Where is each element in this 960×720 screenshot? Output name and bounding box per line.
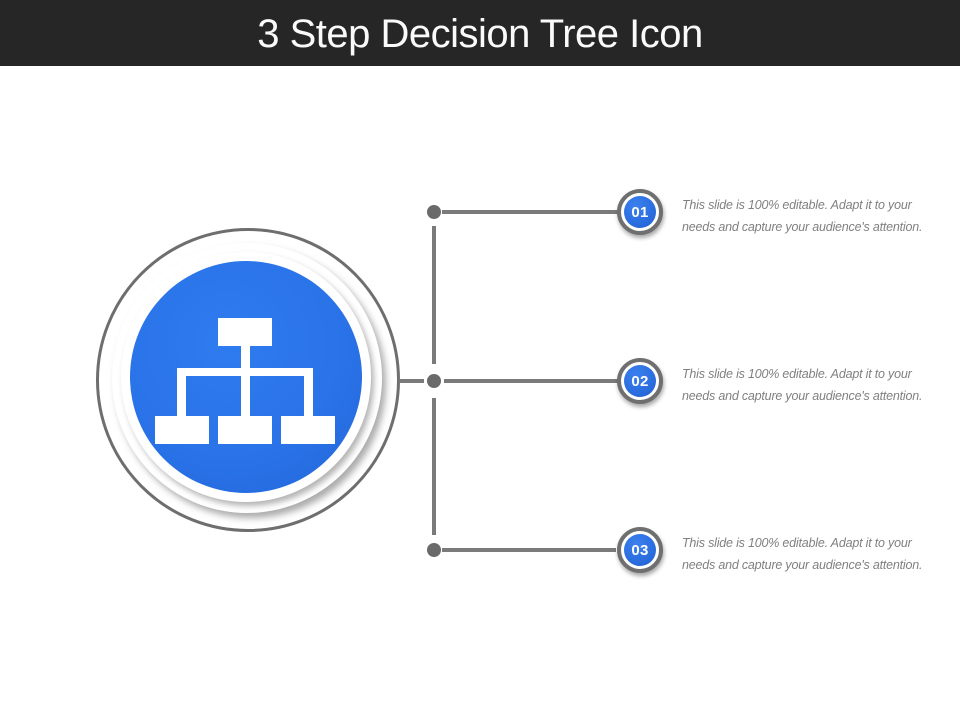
connector-trunk-lower: [432, 398, 436, 535]
page-title: 3 Step Decision Tree Icon: [257, 11, 703, 56]
connector-dot-3: [427, 543, 441, 557]
step-3-badge: 03: [617, 527, 663, 573]
connector-dot-1: [427, 205, 441, 219]
step-1-description-line-1: This slide is 100% editable. Adapt it to…: [682, 198, 912, 212]
step-3-description: This slide is 100% editable. Adapt it to…: [682, 532, 922, 576]
step-2-description-line-2: needs and capture your audience's attent…: [682, 389, 923, 403]
header-bar: 3 Step Decision Tree Icon: [0, 0, 960, 66]
step-1-badge: 01: [617, 189, 663, 235]
step-2-description: This slide is 100% editable. Adapt it to…: [682, 363, 922, 407]
connector-row1-line: [442, 210, 618, 214]
step-2-number: 02: [624, 365, 656, 397]
step-3-number: 03: [624, 534, 656, 566]
step-row-2: 02 This slide is 100% editable. Adapt it…: [610, 351, 950, 415]
step-3-description-line-2: needs and capture your audience's attent…: [682, 558, 923, 572]
step-2-badge: 02: [617, 358, 663, 404]
connector-trunk-upper: [432, 226, 436, 364]
step-1-description: This slide is 100% editable. Adapt it to…: [682, 194, 922, 238]
step-3-description-line-1: This slide is 100% editable. Adapt it to…: [682, 536, 912, 550]
step-2-description-line-1: This slide is 100% editable. Adapt it to…: [682, 367, 912, 381]
step-row-1: 01 This slide is 100% editable. Adapt it…: [610, 182, 950, 246]
connector-circle-to-trunk-line: [399, 379, 424, 383]
step-1-number: 01: [624, 196, 656, 228]
sitemap-icon-glyph: [155, 318, 335, 444]
connector-row2-line: [444, 379, 618, 383]
connector-row3-line: [442, 548, 616, 552]
step-1-description-line-2: needs and capture your audience's attent…: [682, 220, 923, 234]
step-row-3: 03 This slide is 100% editable. Adapt it…: [610, 520, 950, 584]
sitemap-icon: [130, 261, 362, 493]
connector-dot-2: [427, 374, 441, 388]
